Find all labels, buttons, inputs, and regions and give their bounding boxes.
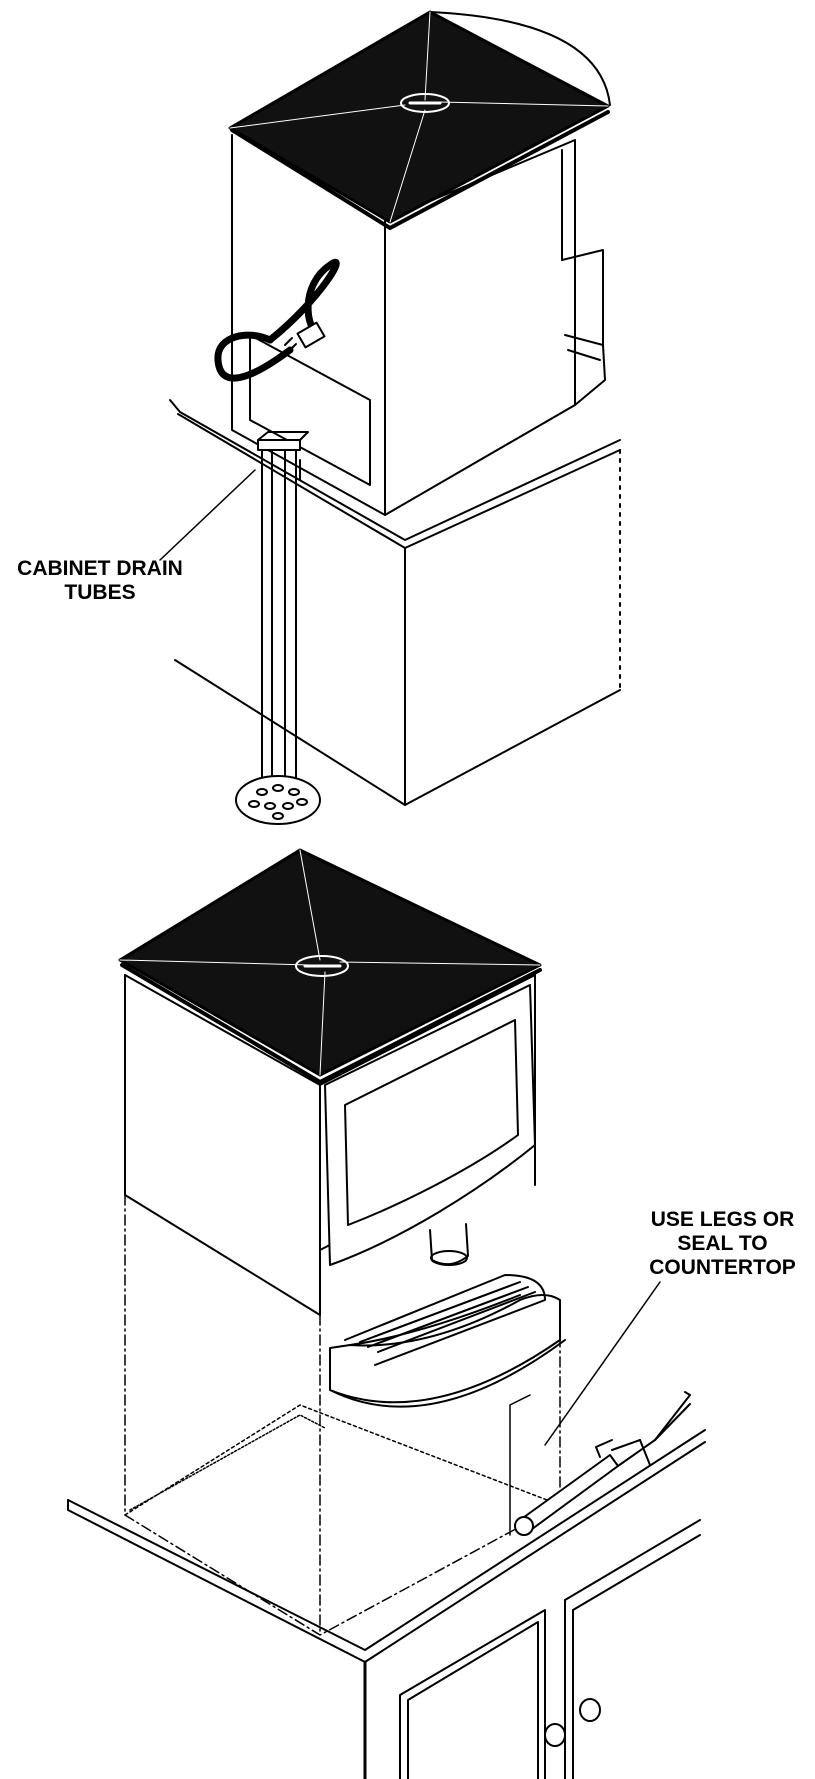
front-panel <box>324 974 536 1266</box>
rear-view-figure <box>159 10 621 825</box>
cabinet-knob-left <box>544 1723 566 1747</box>
legs-seal-callout-line3: COUNTERTOP <box>649 1256 796 1279</box>
base-cabinet-doors <box>399 1519 701 1779</box>
drain-callout-leader <box>159 469 256 561</box>
legs-seal-callout: USE LEGS OR SEAL TO COUNTERTOP <box>630 1208 815 1280</box>
caulking-gun <box>514 1391 691 1536</box>
rear-access-panel <box>249 334 371 486</box>
dispense-nozzle <box>429 1223 469 1266</box>
drain-tubes-callout-line1: CABINET DRAIN <box>17 557 183 580</box>
top-lid-rear <box>228 10 610 230</box>
drain-tubes-callout: CABINET DRAIN TUBES <box>0 557 200 605</box>
cabinet-knob-right <box>579 1698 601 1722</box>
power-cord <box>214 258 340 382</box>
legs-seal-callout-line2: SEAL TO <box>677 1232 768 1255</box>
front-window <box>344 1019 519 1226</box>
countertop <box>67 1429 706 1779</box>
counter-seal-outline <box>124 1194 561 1636</box>
drip-tray <box>329 1274 566 1408</box>
base-cabinet-top <box>169 399 621 806</box>
cabinet-drain-tubes <box>257 431 309 791</box>
top-lid-front <box>118 848 542 1084</box>
floor-drain <box>235 775 321 825</box>
legs-seal-callout-line1: USE LEGS OR <box>650 1208 795 1231</box>
legs-callout-leader <box>544 1281 661 1446</box>
drain-tubes-callout-line2: TUBES <box>64 581 136 604</box>
front-view-figure <box>67 848 706 1779</box>
